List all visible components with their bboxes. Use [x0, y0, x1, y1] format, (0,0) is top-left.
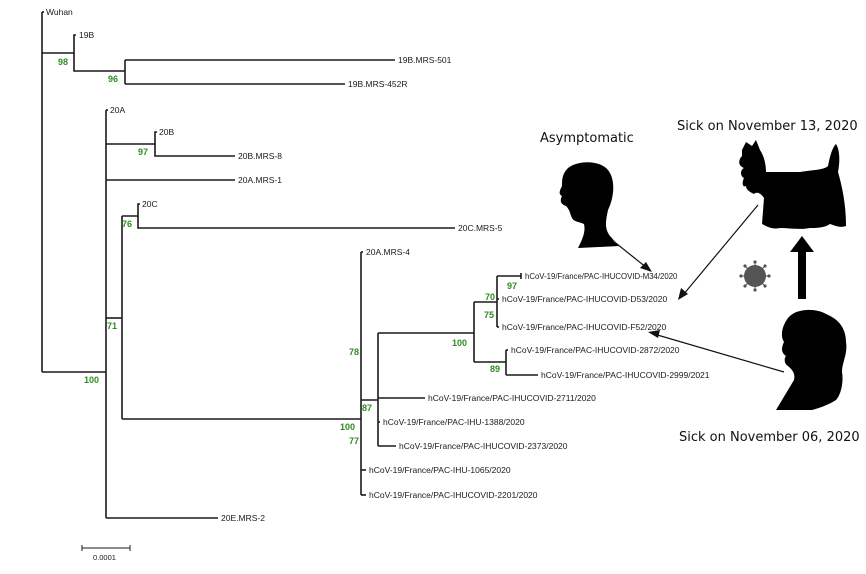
bootstrap-value: 100 — [340, 422, 355, 432]
bootstrap-value: 71 — [107, 321, 117, 331]
woman-profile-silhouette-icon — [776, 309, 847, 410]
leaf-label: 20A.MRS-4 — [366, 247, 410, 257]
leaf-label: hCoV-19/France/PAC-IHUCOVID-2201/2020 — [369, 490, 538, 500]
scale-bar: 0.0001 — [81, 545, 131, 562]
leaf-label: 20B.MRS-8 — [238, 151, 282, 161]
man-profile-silhouette-icon — [559, 162, 620, 248]
leaf-label: 20B — [159, 127, 174, 137]
leaf-label: 20C — [142, 199, 158, 209]
leaf-label: hCoV-19/France/PAC-IHUCOVID-2711/2020 — [428, 393, 596, 403]
branch-20c — [122, 203, 140, 217]
leaf-label: hCoV-19/France/PAC-IHUCOVID-D53/2020 — [502, 294, 667, 304]
bootstrap-value: 97 — [138, 147, 148, 157]
bootstrap-value: 76 — [122, 219, 132, 229]
coronavirus-icon — [739, 260, 771, 292]
branch-19b — [42, 34, 76, 54]
branch-20b-mrs-8 — [154, 144, 235, 157]
bootstrap-value: 96 — [108, 74, 118, 84]
arrow-dog-to-d53 — [678, 204, 759, 300]
leaf-label: hCoV-19/France/PAC-IHU-1065/2020 — [369, 465, 511, 475]
leaf-label: 20A.MRS-1 — [238, 175, 282, 185]
branch-19b-inner — [73, 53, 125, 72]
scale-bar-label: 0.0001 — [93, 553, 116, 562]
up-arrow-icon — [790, 236, 814, 299]
leaf-label: 20A — [110, 105, 125, 115]
leaf-label: 20E.MRS-2 — [221, 513, 265, 523]
bootstrap-value: 98 — [58, 57, 68, 67]
leaf-label: hCoV-19/France/PAC-IHU-1388/2020 — [383, 417, 525, 427]
leaf-label: 19B.MRS-501 — [398, 55, 452, 65]
branch-20b — [106, 131, 157, 145]
bootstrap-value: 89 — [490, 364, 500, 374]
bootstrap-value: 100 — [452, 338, 467, 348]
branch-20c-mrs-5 — [137, 216, 455, 229]
tree-branches — [41, 11, 538, 519]
leaf-label: hCoV-19/France/PAC-IHUCOVID-M34/2020 — [525, 272, 678, 281]
asymptomatic-label: Asymptomatic — [540, 131, 634, 146]
bootstrap-value: 78 — [349, 347, 359, 357]
arrow-woman-to-f52 — [648, 330, 785, 373]
leaf-label: hCoV-19/France/PAC-IHUCOVID-F52/2020 — [502, 322, 667, 332]
bootstrap-value: 100 — [84, 375, 99, 385]
bootstrap-value: 75 — [484, 310, 494, 320]
dog-sick-date-label: Sick on November 13, 2020 — [677, 119, 858, 134]
arrow-asymptomatic-to-m34 — [611, 239, 652, 272]
leaf-label: 20C.MRS-5 — [458, 223, 503, 233]
leaf-label: 19B.MRS-452R — [348, 79, 408, 89]
bootstrap-value: 87 — [362, 403, 372, 413]
bootstrap-value: 77 — [349, 436, 359, 446]
leaf-label: hCoV-19/France/PAC-IHUCOVID-2373/2020 — [399, 441, 568, 451]
leaf-label: 19B — [79, 30, 94, 40]
scottish-terrier-silhouette-icon — [739, 140, 846, 229]
bootstrap-value: 97 — [507, 281, 517, 291]
leaf-labels: Wuhan 19B 19B.MRS-501 19B.MRS-452R 20A 2… — [46, 7, 710, 523]
leaf-label: Wuhan — [46, 7, 73, 17]
bootstrap-value: 70 — [485, 292, 495, 302]
scale-bar-line — [81, 545, 131, 551]
woman-sick-date-label: Sick on November 06, 2020 — [679, 430, 860, 445]
leaf-label: hCoV-19/France/PAC-IHUCOVID-2872/2020 — [511, 345, 680, 355]
leaf-label: hCoV-19/France/PAC-IHUCOVID-2999/2021 — [541, 370, 710, 380]
bootstrap-values: 98 96 97 76 71 100 78 87 100 77 100 70 9… — [58, 57, 517, 446]
